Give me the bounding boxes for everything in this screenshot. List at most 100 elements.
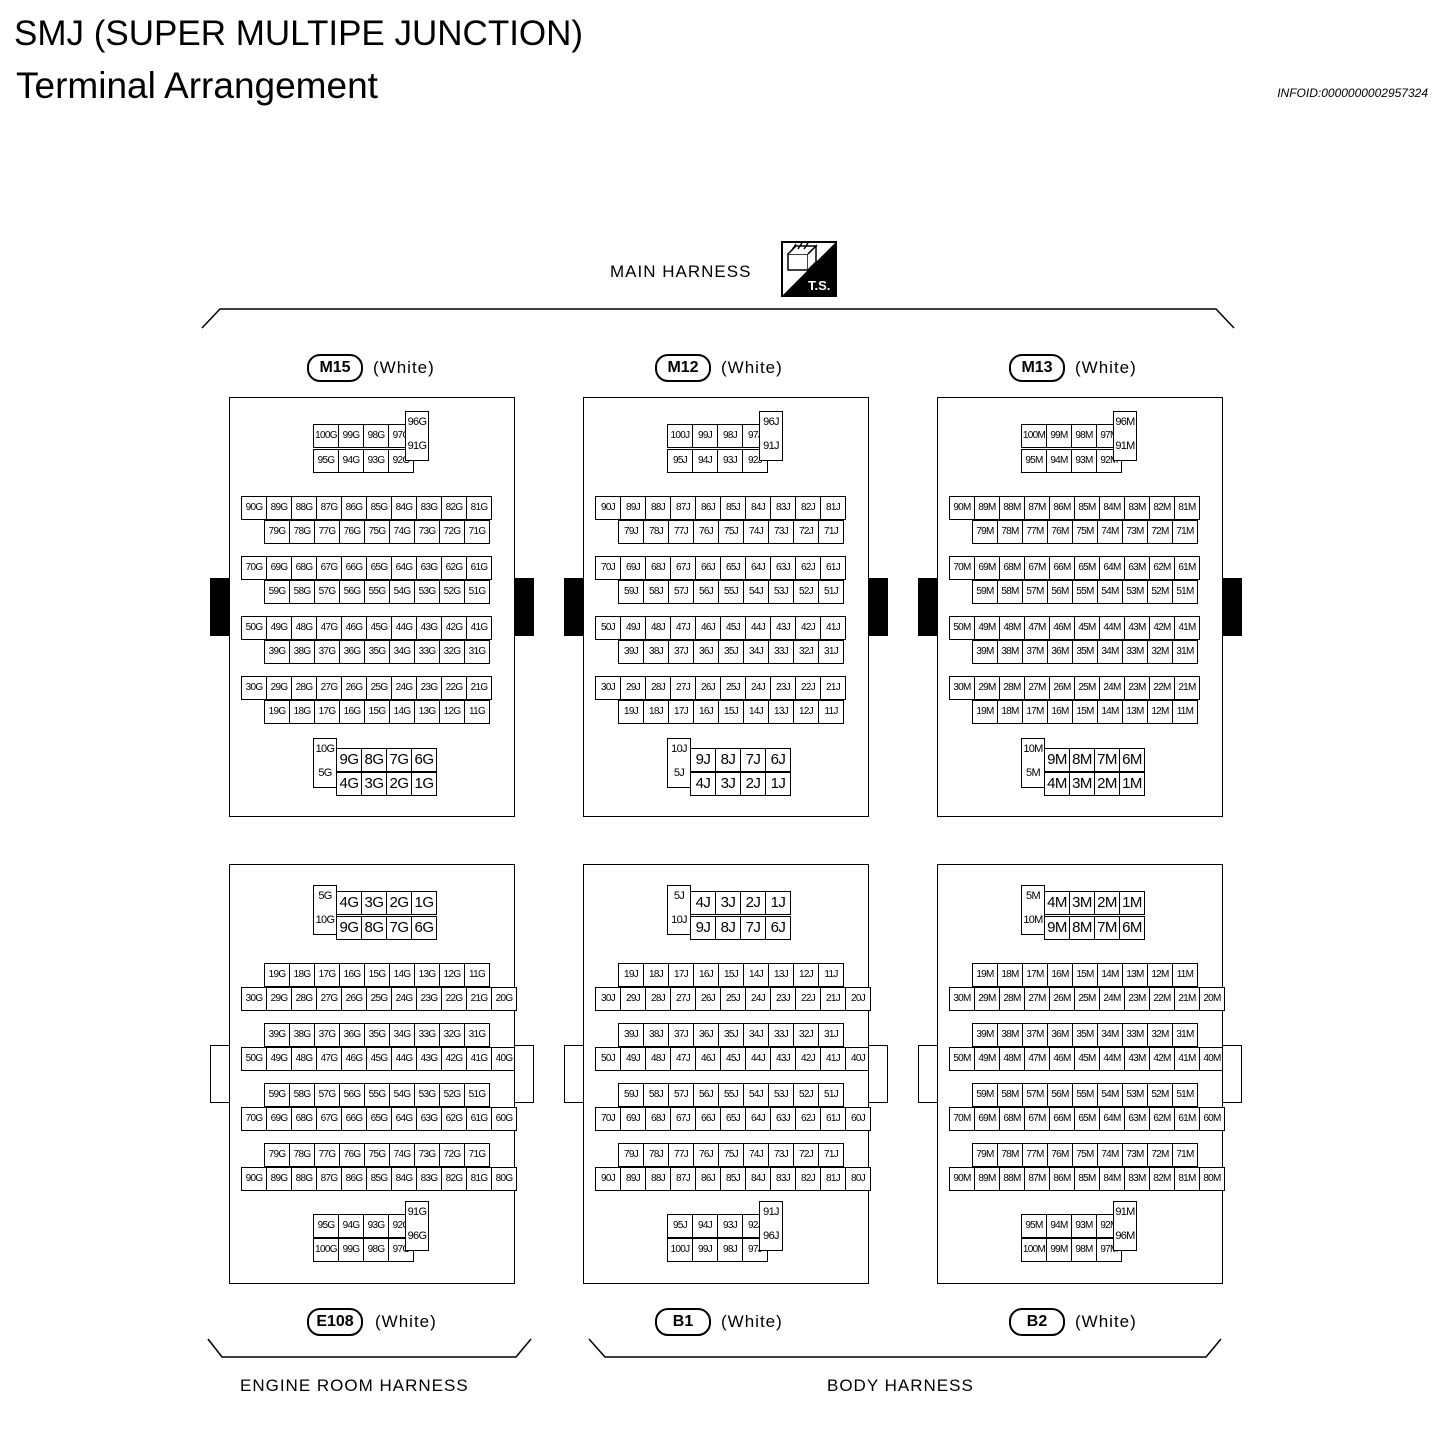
terminal-cell: 32J — [793, 1023, 819, 1047]
terminal-cell: 68J — [645, 1107, 671, 1131]
terminal-cell: 26M — [1049, 987, 1075, 1011]
terminal-cell: 81G — [466, 496, 492, 520]
terminal-cell: 95M — [1021, 449, 1047, 473]
terminal-cell: 6M — [1119, 916, 1145, 940]
terminal-cell: 83M — [1124, 496, 1150, 520]
terminal-cell: 93M — [1071, 1214, 1097, 1238]
terminal-cell: 87M — [1024, 496, 1050, 520]
terminal-cell: 43G — [416, 616, 442, 640]
terminal-cell: 65J — [720, 1107, 746, 1131]
terminal-cell: 83J — [770, 496, 796, 520]
connector-color-label: (White) — [1075, 1312, 1137, 1331]
terminal-cell: 12J — [793, 700, 819, 724]
terminal-cell: 29J — [620, 676, 646, 700]
terminal-cell: 27G — [316, 676, 342, 700]
main-harness-bracket — [201, 308, 1235, 329]
terminal-cell: 42M — [1149, 1047, 1175, 1071]
terminal-cell: 28M — [999, 987, 1025, 1011]
terminal-cell: 83J — [770, 1167, 796, 1191]
terminal-cell: 50M — [949, 616, 975, 640]
terminal-number: 91M — [1115, 440, 1135, 452]
terminal-cell: 89M — [974, 1167, 1000, 1191]
terminal-cell: 2M — [1094, 772, 1120, 796]
terminal-number: 96G — [407, 416, 427, 428]
terminal-cell: 15J — [718, 700, 744, 724]
terminal-cell: 39G — [264, 1023, 290, 1047]
terminal-cell: 43M — [1124, 1047, 1150, 1071]
terminal-cell: 37G — [314, 1023, 340, 1047]
terminal-cell: 52M — [1147, 580, 1173, 604]
terminal-cell: 73G — [414, 520, 440, 544]
terminal-cell: 23G — [416, 987, 442, 1011]
terminal-cell: 72M — [1147, 1143, 1173, 1167]
terminal-cell: 53M — [1122, 1083, 1148, 1107]
terminal-cell: 95J — [667, 1214, 693, 1238]
terminal-cell: 62G — [441, 556, 467, 580]
terminal-cell: 29M — [974, 676, 1000, 700]
terminal-cell: 50G — [241, 1047, 267, 1071]
terminal-cell: 55M — [1072, 580, 1098, 604]
terminal-cell: 74G — [389, 520, 415, 544]
terminal-cell: 21J — [820, 676, 846, 700]
terminal-cell: 17G — [314, 700, 340, 724]
terminal-cell: 3G — [361, 772, 387, 796]
terminal-cell: 76M — [1047, 1143, 1073, 1167]
terminal-cell: 49G — [266, 1047, 292, 1071]
terminal-cell: 42G — [441, 616, 467, 640]
terminal-cell: 63M — [1124, 1107, 1150, 1131]
terminal-cell: 87M — [1024, 1167, 1050, 1191]
terminal-cell: 39M — [972, 1023, 998, 1047]
terminal-cell: 65G — [366, 1107, 392, 1131]
terminal-cell: 54M — [1097, 580, 1123, 604]
terminal-cell: 45G — [366, 1047, 392, 1071]
terminal-cell: 37J — [668, 1023, 694, 1047]
terminal-number: 10M — [1023, 914, 1043, 926]
terminal-cell: 50J — [595, 616, 621, 640]
connector-id-badge: B1 — [655, 1308, 711, 1336]
terminal-cell: 81M — [1174, 496, 1200, 520]
terminal-cell: 41J — [820, 1047, 846, 1071]
terminal-cell: 61M — [1174, 556, 1200, 580]
terminal-cell: 99G — [338, 1238, 364, 1262]
terminal-cell: 19M — [972, 963, 998, 987]
terminal-cell: 45J — [720, 1047, 746, 1071]
terminal-cell: 75J — [718, 1143, 744, 1167]
terminal-cell: 76J — [693, 1143, 719, 1167]
terminal-cell: 81J — [820, 496, 846, 520]
terminal-cell: 60J — [845, 1107, 871, 1131]
terminal-cell: 43J — [770, 1047, 796, 1071]
terminal-cell: 74M — [1097, 1143, 1123, 1167]
terminal-cell: 3M — [1069, 772, 1095, 796]
terminal-cell: 33M — [1122, 1023, 1148, 1047]
terminal-cell: 79G — [264, 520, 290, 544]
terminal-cell: 47G — [316, 616, 342, 640]
terminal-cell: 38J — [643, 1023, 669, 1047]
terminal-cell: 54G — [389, 580, 415, 604]
terminal-cell: 14G — [389, 963, 415, 987]
terminal-cell: 25J — [720, 987, 746, 1011]
terminal-cell: 53M — [1122, 580, 1148, 604]
terminal-cell: 82G — [441, 496, 467, 520]
terminal-cell: 78J — [643, 520, 669, 544]
terminal-cell: 73M — [1122, 1143, 1148, 1167]
terminal-cell: 66M — [1049, 556, 1075, 580]
ts-test-symbol-icon — [781, 241, 837, 297]
terminal-cell: 55G — [364, 580, 390, 604]
terminal-cell: 6J — [765, 916, 791, 940]
terminal-cell: 68M — [999, 556, 1025, 580]
terminal-cell: 26G — [341, 676, 367, 700]
terminal-cell: 42J — [795, 616, 821, 640]
